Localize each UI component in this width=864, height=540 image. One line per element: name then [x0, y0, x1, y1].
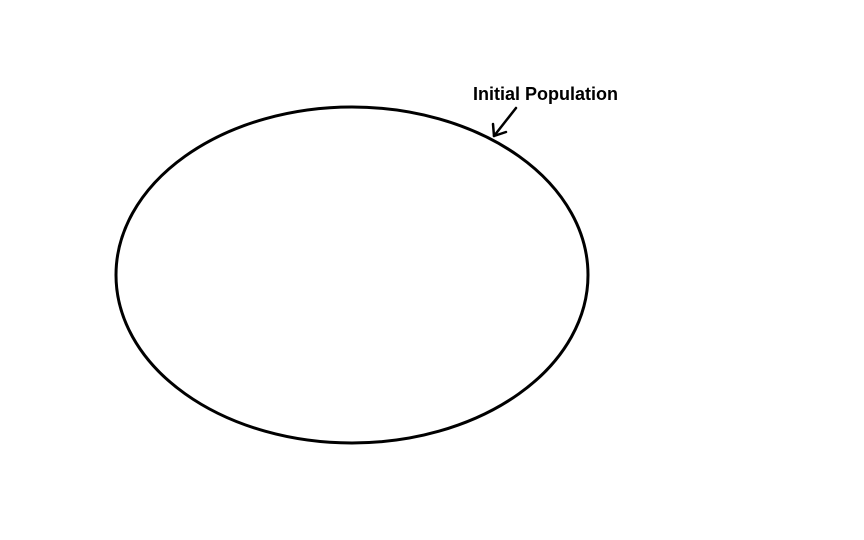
- population-ellipse: [114, 105, 590, 445]
- pointer-arrow: [491, 106, 518, 138]
- initial-population-label: Initial Population: [473, 84, 618, 104]
